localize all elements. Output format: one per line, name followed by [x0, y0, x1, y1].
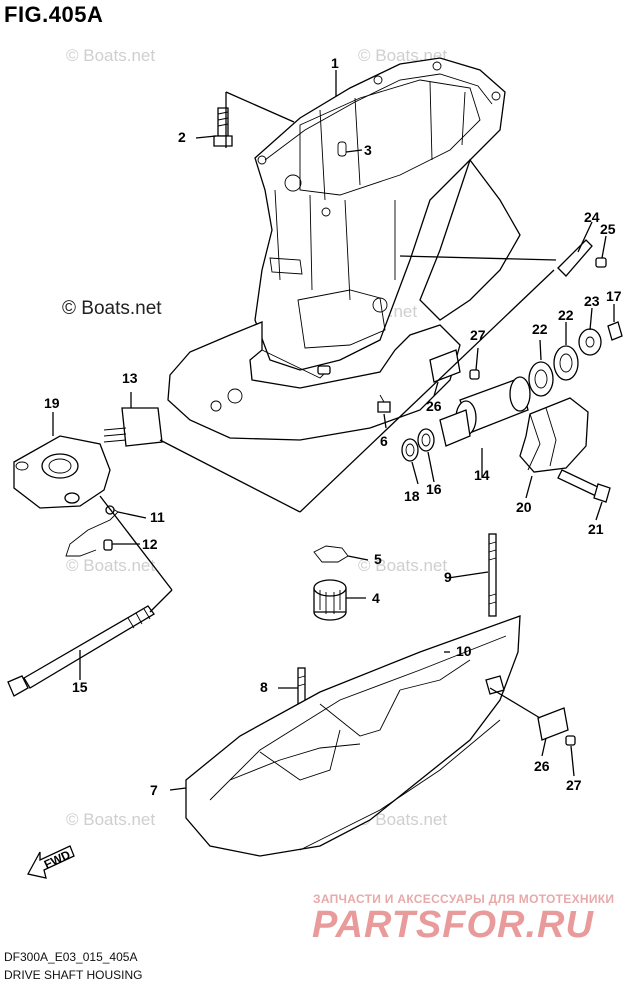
callout-2: 2: [178, 129, 186, 145]
stud-9: [488, 533, 497, 617]
bolt-6: [377, 394, 391, 413]
promo-tagline: ЗАПЧАСТИ И АКСЕССУАРЫ ДЛЯ МОТОТЕХНИКИ: [313, 892, 615, 906]
promo-logo: PARTSFOR.RU: [312, 904, 594, 946]
callout-5: 5: [374, 551, 382, 567]
callout-1: 1: [331, 55, 339, 71]
watermark: © Boats.net: [358, 556, 448, 575]
callout-19: 19: [44, 395, 60, 411]
callout-26a: 26: [426, 398, 442, 414]
callout-26b: 26: [534, 758, 550, 774]
model-code: DF300A_E03_015_405A: [4, 950, 138, 964]
figure-caption: DRIVE SHAFT HOUSING: [4, 968, 143, 982]
washer-22-b: [553, 345, 579, 381]
leader-lines: [52, 70, 615, 791]
callout-14: 14: [474, 467, 490, 483]
callout-27a: 27: [470, 327, 486, 343]
callout-22b: 22: [558, 307, 574, 323]
callout-22a: 22: [532, 321, 548, 337]
screw-12: [103, 539, 113, 551]
callout-6: 6: [380, 433, 388, 449]
callout-13: 13: [122, 370, 138, 386]
bolt-21: [557, 469, 611, 503]
washer-23: [578, 328, 602, 356]
callout-23: 23: [584, 293, 600, 309]
copyright-notice: © Boats.net: [62, 298, 162, 319]
sensor-13: [103, 407, 163, 447]
washer-22-a: [528, 361, 554, 397]
fwd-label: FWD: [42, 847, 73, 871]
watermark: © Boats.net: [358, 810, 448, 829]
clip-5: [313, 545, 349, 563]
pad-26-upper: [429, 349, 461, 383]
pad-26-lower: [537, 707, 569, 741]
lower-housing-7: [185, 615, 521, 857]
anode-24: [557, 239, 593, 277]
callout-21: 21: [588, 521, 604, 537]
watermark: © Boats.net: [66, 810, 156, 829]
nut-17: [607, 321, 623, 341]
bracket-19: [13, 435, 111, 509]
callout-24: 24: [584, 209, 600, 225]
callout-8: 8: [260, 679, 268, 695]
callout-27b: 27: [566, 777, 582, 793]
screw-27-upper: [469, 369, 480, 380]
drive-shaft-housing: [254, 57, 521, 371]
bolt-15: [7, 605, 155, 697]
watermark: © Boats.net: [66, 556, 156, 575]
callout-9: 9: [444, 569, 452, 585]
bolt-2: [213, 107, 233, 147]
bolt-25: [595, 257, 607, 268]
callout-25: 25: [600, 221, 616, 237]
bushing-14: [439, 376, 531, 447]
callout-20: 20: [516, 499, 532, 515]
callout-17: 17: [606, 288, 622, 304]
callout-16: 16: [426, 481, 442, 497]
callout-10: 10: [456, 643, 472, 659]
washer-18: [401, 438, 419, 462]
fwd-arrow-icon: FWD: [27, 845, 75, 879]
callout-12: 12: [142, 536, 158, 552]
screw-27-lower: [565, 735, 576, 746]
bushing-4: [313, 579, 347, 621]
callout-labels: 1 2 3 4 5 6 7 8 9 10 11 12 13 14 15 16 1…: [44, 55, 622, 798]
callout-4: 4: [372, 590, 380, 606]
figure-title: FIG.405A: [4, 2, 104, 27]
callout-7: 7: [150, 782, 158, 798]
callout-18: 18: [404, 488, 420, 504]
callout-15: 15: [72, 679, 88, 695]
callout-11: 11: [150, 509, 165, 525]
washer-16: [417, 428, 435, 452]
callout-3: 3: [364, 142, 372, 158]
clamp-20: [519, 397, 589, 473]
watermark: © Boats.net: [66, 46, 156, 65]
